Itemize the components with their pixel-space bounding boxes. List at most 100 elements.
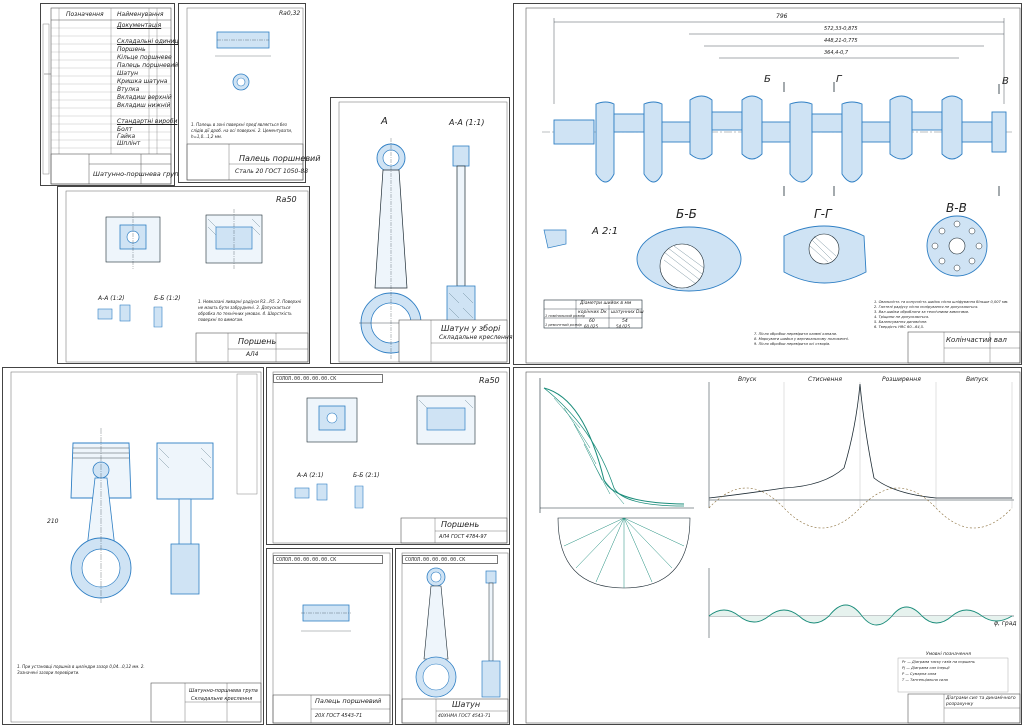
- crank-dim-3: 364,4-0,7: [824, 50, 849, 56]
- rod-label-a: А: [381, 116, 388, 127]
- spec-section-docs: Документація: [117, 22, 162, 29]
- spec-item: Палець поршневий: [117, 62, 179, 69]
- crankshaft-sheet: 796 572,33-0,875 448,21-0,775 364,4-0,7 …: [513, 3, 1022, 365]
- pin2-material: 20Х ГОСТ 4543-71: [315, 713, 363, 719]
- piston-pin-sheet: Ra0,32 1. Палець в зоні поверхні пред'яв…: [178, 3, 320, 183]
- crank-section-vv: В-В: [946, 201, 967, 215]
- crank-section-bb: Б-Б: [676, 207, 697, 221]
- crank-dim-1: 572,33-0,875: [824, 26, 858, 32]
- crank-note: 9. Після обробки перевірити осі отворів.: [754, 342, 831, 346]
- crank-notes: 1. Овальність та конусність шийок після …: [874, 300, 1016, 330]
- legend-item: T — Тангенціальна сила: [902, 678, 948, 682]
- piston-assembly-drawing: [10, 371, 262, 723]
- spec-item: Поршень: [117, 46, 146, 53]
- piston2-roughness: Ra50: [479, 376, 500, 385]
- spec-item: Шатун: [117, 70, 139, 77]
- crank-note: 6. Твердість HRC 60...64,5.: [874, 325, 925, 329]
- piston-drawing: [65, 190, 309, 363]
- legend-item: Pг — Діаграма тиску газів на поршень: [902, 660, 975, 664]
- phase-expansion: Розширення: [882, 376, 921, 383]
- axis-label: φ, град: [994, 620, 1017, 627]
- spec-item: Кришка шатуна: [117, 78, 168, 85]
- assembly-notes: 1. При установці поршнів в циліндри зазо…: [17, 664, 145, 675]
- pin2-sheet: СОЛОЛ.00.00.00.00.СК Палець поршневий 20…: [266, 548, 393, 725]
- spec-table-lines: [42, 7, 172, 185]
- crank-row2-v1: 60,025: [584, 324, 598, 329]
- pin-notes: 1. Палець в зоні поверхні пред'являється…: [191, 122, 293, 139]
- pin2-title: Палець поршневий: [315, 697, 382, 705]
- phase-exhaust: Випуск: [966, 376, 989, 383]
- pin2-drawing: [272, 552, 391, 724]
- piston2-code: СОЛОЛ.00.00.00.00.СК: [273, 374, 383, 383]
- assembly-subtitle: Складальне креслення: [191, 696, 253, 702]
- spec-item: Вкладиш нижній: [117, 102, 171, 109]
- piston2-title: Поршень: [441, 520, 480, 529]
- diagram-title: Діаграми сил та динамічного розрахунку: [946, 696, 1016, 707]
- crank-note: 5. Балансування динамічне.: [874, 320, 928, 324]
- piston-section-aa: А-А (1:2): [98, 295, 125, 302]
- spec-item: Шплінт: [117, 140, 141, 147]
- spec-item: Гайка: [117, 133, 136, 140]
- piston2-section-bb: Б-Б (2:1): [353, 472, 380, 479]
- crank-note: 1. Овальність та конусність шийок після …: [874, 300, 1009, 304]
- rod-assembly-drawing: [338, 101, 508, 363]
- spec-item: Болт: [117, 126, 133, 133]
- legend-item: P — Сумарна сила: [902, 672, 937, 676]
- piston-roughness: Ra50: [276, 195, 297, 204]
- piston2-sheet: СОЛОЛ.00.00.00.00.СК Ra50 А-А (2:1) Б-Б …: [266, 367, 510, 545]
- piston-pin-drawing: [186, 7, 304, 181]
- crank-row1-v1: 60: [589, 319, 595, 324]
- piston2-drawing: [272, 371, 508, 544]
- crank-section-gg: Г-Г: [814, 207, 832, 221]
- assembly-title: Шатунно-поршнева група: [189, 688, 258, 694]
- crank-table-header: Діаметри шийок в мм: [580, 301, 632, 306]
- crank-title: Колінчастий вал: [946, 336, 1007, 344]
- crank-note: 8. Маркувати шийки у вертикальному полож…: [754, 337, 849, 341]
- crank-dim-2: 448,21-0,775: [824, 38, 858, 44]
- crank-row1-label: 1 номінальний розмір: [545, 314, 586, 318]
- crank-note: 4. Тріщини не допускаються.: [874, 315, 930, 319]
- piston-title: Поршень: [238, 337, 277, 346]
- spec-item-list: Поршень Кільце поршневе Палець поршневий…: [117, 46, 179, 110]
- spec-item: Кільце поршневе: [117, 54, 172, 61]
- spec-std-list: Болт Гайка Шплінт: [117, 126, 140, 147]
- spec-section-std: Стандартні вироби: [117, 118, 178, 125]
- piston-notes: 1. Невказані ливарні радіуси R3...R5. 2.…: [198, 299, 302, 322]
- crank-label-v: В: [1002, 76, 1009, 87]
- pin-material: Сталь 20 ГОСТ 1050-88: [235, 168, 309, 175]
- piston2-section-aa: А-А (2:1): [297, 472, 324, 479]
- legend-title: Умовні позначення: [926, 652, 971, 657]
- crank-table-col1: корінних Dк: [578, 310, 607, 315]
- crank-row2-v2: 54,025: [616, 324, 630, 329]
- crankshaft-drawing: [525, 7, 1021, 364]
- rod-assy-title: Шатун у зборі: [441, 324, 501, 333]
- rod2-title: Шатун: [452, 700, 481, 709]
- crank-table-col2: шатунних Dш: [611, 310, 644, 315]
- phase-compression: Стиснення: [808, 376, 842, 383]
- spec-item: Втулка: [117, 86, 140, 93]
- pin-title: Палець поршневий: [239, 154, 321, 163]
- rod2-material: 40ХНМА ГОСТ 4543-71: [438, 714, 491, 719]
- rod2-code: СОЛОЛ.00.00.00.00.СК: [402, 555, 498, 564]
- crank-note: 7. Після обробки перевірити оливні канал…: [754, 332, 838, 336]
- crank-label-b: Б: [764, 74, 771, 85]
- pin-roughness: Ra0,32: [279, 10, 301, 17]
- pin2-code: СОЛОЛ.00.00.00.00.СК: [273, 555, 383, 564]
- spec-title: Шатунно-поршнева група: [93, 170, 183, 178]
- crank-row1-v2: 54: [622, 319, 628, 324]
- crank-row2-label: 1 ремонтний розмір: [545, 323, 582, 327]
- spec-col-position: Позначення: [66, 11, 104, 18]
- piston-sheet: Ra50 А-А (1:2) Б-Б (1:2) 1. Невказані ли…: [57, 186, 310, 364]
- force-diagram-sheet: Впуск Стиснення Розширення Випуск φ, гра…: [513, 367, 1022, 725]
- phase-intake: Впуск: [738, 376, 757, 383]
- crank-note: 2. Галтелі радіусу після полірування не …: [874, 305, 979, 309]
- crank-view-a: А 2:1: [592, 226, 619, 237]
- spec-col-name: Найменування: [117, 11, 164, 18]
- crank-notes-2: 7. Після обробки перевірити оливні канал…: [754, 332, 904, 347]
- force-diagram-drawing: [525, 371, 1021, 724]
- rod-section: А-А (1:1): [449, 118, 485, 127]
- crank-overall-dim: 796: [776, 13, 788, 20]
- rod-assy-subtitle: Складальне креслення: [439, 334, 513, 341]
- legend-item: Pj — Діаграма сил інерції: [902, 666, 950, 670]
- piston-section-bb: Б-Б (1:2): [154, 295, 181, 302]
